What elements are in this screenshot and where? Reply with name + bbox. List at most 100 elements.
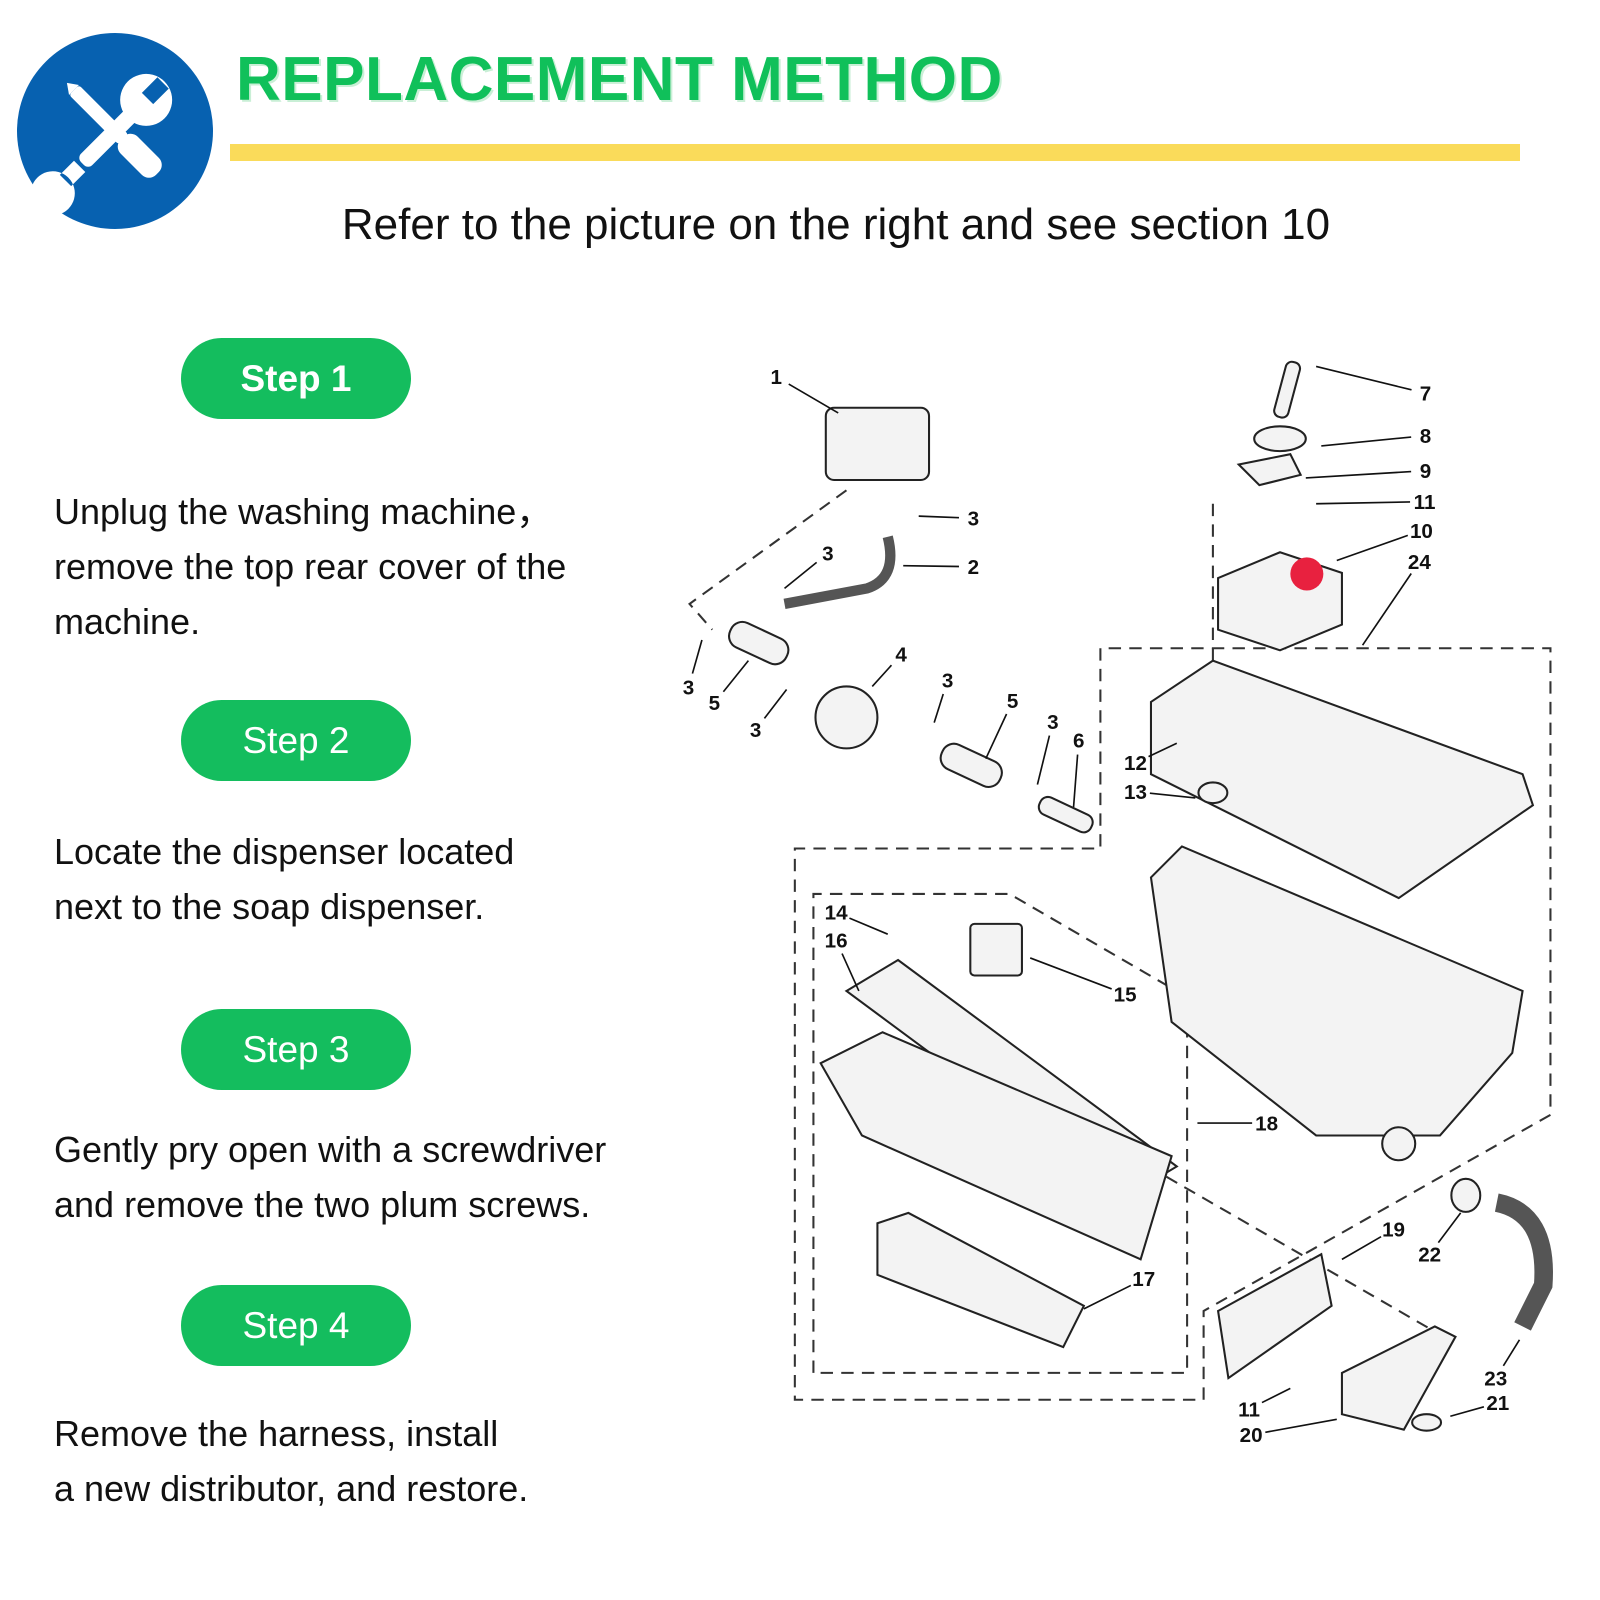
leader-line (1502, 1339, 1521, 1367)
leader-line (985, 713, 1008, 760)
part-label-3: 3 (968, 507, 979, 530)
knob-part (1197, 781, 1229, 805)
step-3-line: and remove the two plum screws. (54, 1184, 591, 1225)
leader-line (841, 953, 860, 992)
dashed-assembly-boundaries (688, 489, 1552, 1401)
drawer-part (819, 1031, 1173, 1261)
step-4-badge: Step 4 (181, 1285, 411, 1366)
leader-line (783, 561, 818, 590)
step-4-text: Remove the harness, install a new distri… (54, 1406, 528, 1516)
leader-line (1036, 735, 1051, 785)
leader-line (1336, 534, 1409, 562)
leader-line (1341, 1235, 1382, 1261)
step-3-line: Gently pry open with a screwdriver (54, 1129, 607, 1170)
leader-line (1083, 1284, 1132, 1310)
leader-line (1029, 957, 1112, 990)
hose-part (783, 535, 896, 609)
part-label-12: 12 (1124, 752, 1147, 775)
leader-line (1321, 436, 1412, 447)
part-label-3: 3 (750, 719, 761, 742)
part-label-14: 14 (825, 902, 848, 925)
step-2-line: Locate the dispenser located (54, 831, 515, 872)
part-label-3: 3 (683, 677, 694, 700)
leader-line (1361, 573, 1412, 646)
leader-line (1316, 501, 1411, 505)
leader-line (1149, 792, 1196, 799)
part-label-10: 10 (1410, 520, 1433, 543)
leader-line (788, 383, 839, 414)
part-label-5: 5 (1007, 690, 1018, 713)
part-label-8: 8 (1420, 425, 1431, 448)
leader-lines (691, 365, 1521, 1434)
leader-line (722, 660, 750, 693)
part-label-11: 11 (1238, 1398, 1260, 1421)
tube-part (939, 742, 1003, 788)
cover-plate-part (1340, 1325, 1457, 1431)
title-underline (230, 144, 1520, 161)
leader-line (903, 564, 959, 568)
step-3-text: Gently pry open with a screwdriver and r… (54, 1122, 606, 1232)
actuator-box-part (969, 922, 1023, 977)
part-label-19: 19 (1382, 1219, 1405, 1242)
leader-line (1437, 1212, 1462, 1244)
seal-part (1411, 1413, 1443, 1432)
leader-line (1072, 754, 1079, 808)
step-1-text: Unplug the washing machine， remove the t… (54, 484, 566, 649)
page-title: REPLACEMENT METHOD (236, 45, 1003, 114)
subtitle: Refer to the picture on the right and se… (341, 200, 1331, 249)
step-4-line: Remove the harness, install (54, 1413, 499, 1454)
part-label-23: 23 (1484, 1367, 1507, 1390)
part-label-16: 16 (825, 930, 848, 953)
leader-line (1315, 365, 1412, 391)
step-1-line: machine. (54, 601, 201, 642)
part-label-20: 20 (1240, 1424, 1263, 1447)
leader-line (918, 515, 960, 519)
elbow-hose-part (1494, 1193, 1553, 1331)
pump-part (814, 685, 879, 750)
part-label-21: 21 (1486, 1392, 1509, 1415)
outlet-part (1381, 1126, 1417, 1162)
water-valve-part (824, 406, 931, 482)
part-label-2: 2 (968, 556, 979, 579)
step-2-badge: Step 2 (181, 700, 411, 781)
step-3-badge: Step 3 (181, 1009, 411, 1090)
part-label-4: 4 (895, 644, 907, 667)
step-1-badge: Step 1 (181, 338, 411, 419)
dispenser-housing-part (1149, 845, 1524, 1137)
step-2-line: next to the soap dispenser. (54, 886, 485, 927)
nozzle-part (1037, 795, 1094, 834)
part-label-3: 3 (822, 543, 833, 566)
tube-part (728, 620, 790, 666)
part-label-3: 3 (1047, 711, 1058, 734)
top-cover-part (1149, 659, 1535, 900)
part-label-7: 7 (1420, 383, 1431, 406)
leader-line (871, 664, 893, 688)
step-1-line: remove the top rear cover of the (54, 546, 567, 587)
part-drawings (728, 360, 1553, 1432)
lever-part (1273, 360, 1302, 419)
leader-line (691, 639, 703, 674)
leader-line (1265, 1418, 1337, 1434)
part-label-5: 5 (709, 692, 720, 715)
disc-part (1253, 425, 1307, 453)
leader-line (1148, 742, 1178, 758)
leader-line (1261, 1387, 1291, 1404)
part-label-24: 24 (1408, 551, 1431, 574)
gasket-part (1236, 453, 1303, 487)
part-label-22: 22 (1418, 1243, 1441, 1266)
part-label-13: 13 (1124, 781, 1147, 804)
leader-line (1450, 1405, 1485, 1418)
part-label-6: 6 (1073, 729, 1084, 752)
ring-part (1450, 1177, 1482, 1213)
step-2-text: Locate the dispenser located next to the… (54, 824, 514, 934)
part-label-15: 15 (1114, 983, 1137, 1006)
part-label-1: 1 (771, 366, 782, 389)
part-label-18: 18 (1255, 1112, 1278, 1135)
leader-line (1305, 470, 1412, 479)
leader-line (849, 917, 889, 935)
highlight-marker (1290, 557, 1324, 591)
part-label-17: 17 (1132, 1268, 1155, 1291)
bracket-part (1216, 1252, 1333, 1380)
actuator-part (1217, 551, 1343, 652)
